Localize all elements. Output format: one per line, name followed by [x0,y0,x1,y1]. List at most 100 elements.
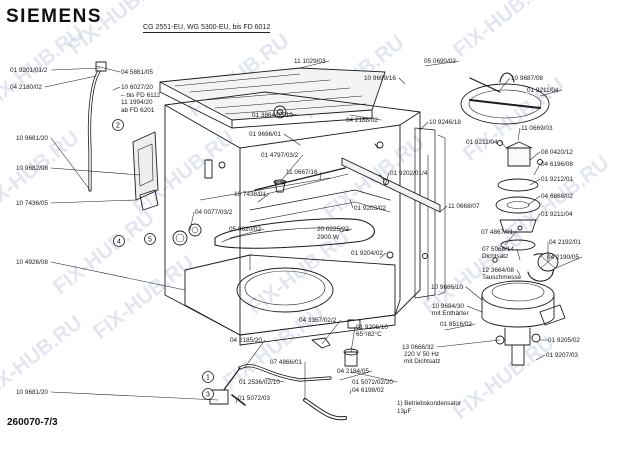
leader-line [424,60,460,67]
leader-line [279,111,298,116]
callout-2: 2 [112,119,124,131]
leader-line [517,127,521,141]
part-number-label: 10 9699/16 [364,75,396,82]
capacitor-footnote: 1) Betriebskondensator 13μF [397,400,461,415]
part-number-label: 10 9681/20 [16,389,48,396]
callout-number: 5 [148,236,152,243]
part-number-label: 04 6198/02 [352,387,384,394]
leader-line [529,151,541,161]
part-number-label: 04 0077/03/2 [195,209,233,216]
callout-3: 3 [202,388,214,400]
leader-line [535,354,546,361]
part-number-label: 07 4867/01 [481,229,513,236]
part-number-label: 04 3357/02/2 [299,317,337,324]
callout-1: 1 [202,371,214,383]
part-number-label: 04 6868/02 [541,193,573,200]
pressure-switch [311,337,359,367]
part-number-label: 04 6196/08 [541,161,573,168]
callout-circle [144,233,156,245]
leader-line [321,319,342,345]
part-number-label: 220 V 50 Hz [404,351,439,358]
part-number-label: 04 2185/20 [230,337,262,344]
leader-line [299,60,330,69]
dishwasher-cabinet [132,67,446,346]
leader-line [527,195,541,206]
hose-bend [303,398,347,421]
part-number-label: 11 0669/03 [521,125,553,132]
pump-stack [481,141,566,366]
brand-logo-text: SIEMENS [6,6,103,27]
part-number-label: 01 5072/03 [238,395,270,402]
part-number-label: 11 0668/07 [448,203,480,210]
part-number-label: 01 2536/02/10 [239,379,280,386]
leader-line [516,269,521,276]
part-number-label: 01 9696/01 [249,131,281,138]
leader-line [51,67,101,71]
part-number-label: 10 7438/01 [234,191,266,198]
part-number-label: 08 0420/12 [541,149,573,156]
callout-circle [113,235,125,247]
leader-line [189,211,195,231]
leader-line [436,339,501,348]
watermark-text: FIX-HUB.RU [449,331,559,424]
leader-line [539,89,563,97]
leader-line [95,65,121,73]
leader-line [279,154,304,183]
part-number-label: 01 4797/03/2 [261,152,299,159]
part-number-label: 10 9686/10 [431,284,463,291]
part-number-label: mit Enthärter [432,310,469,317]
leader-line [349,199,354,209]
part-number-label: 11 1994/20 [121,99,153,106]
leader-line [339,228,353,233]
part-number-label: 2900 W [317,234,340,241]
callout-4: 4 [113,235,125,247]
part-number-label: Tauschmesse [482,274,522,281]
part-number-label: 01 9205/02 [548,337,580,344]
watermark-text: FIX-HUB.RU [64,0,174,59]
part-number-label: 05 0690/02 [424,58,456,65]
leader-line [500,141,509,151]
leader-line [465,286,483,301]
leader-line [44,75,97,88]
leader-line [516,248,521,261]
leader-line [50,167,141,176]
leader-line [466,305,483,313]
part-number-label: 10 9246/18 [429,119,461,126]
leader-lines [44,60,583,404]
part-number-label: 01 9211/04 [466,139,498,146]
leader-line [419,121,429,131]
part-number-label: 20 0225/22 [317,226,349,233]
callout-markers: 1 2 3 4 5 [112,119,214,400]
part-number-label: 10 6027/20 [121,84,153,91]
leader-line [339,370,373,381]
part-number-label: 10 9682/08 [16,165,48,172]
part-number-label: 11 0667/16 [286,169,318,176]
part-number-label: Dichtsatz [482,253,508,260]
footnote-line-1: 1) Betriebskondensator [397,400,461,407]
callout-number: 3 [206,391,210,398]
leader-line [229,228,265,239]
watermark-text: FIX-HUB.RU [449,0,559,62]
part-number-label: mit Dichtsatz [404,358,441,365]
part-number-label: 01 9211/04 [527,87,559,94]
leader-line [349,114,382,121]
leader-line [350,326,356,353]
leader-line [319,171,322,181]
leader-line [384,172,390,186]
leader-line [50,261,186,291]
part-number-label: 04 2190/05 [547,254,579,261]
part-number-label: 10 9684/30 [432,303,464,310]
part-number-label: 07 5068/14 [482,246,514,253]
part-number-label: 11 1029/03 [294,58,326,65]
leader-line [257,193,270,203]
part-number-label: 01 9212/01 [541,176,573,183]
part-number-label: 01 9207/03 [546,352,578,359]
part-number-label: 01 3864/03/10 [252,112,293,119]
leader-line [499,77,511,91]
part-number-label: 01 9206/10 [356,324,388,331]
part-number-label: 10 7436/05 [16,200,48,207]
part-number-label: 01 9204/02 [351,250,383,257]
leader-line [398,77,406,85]
